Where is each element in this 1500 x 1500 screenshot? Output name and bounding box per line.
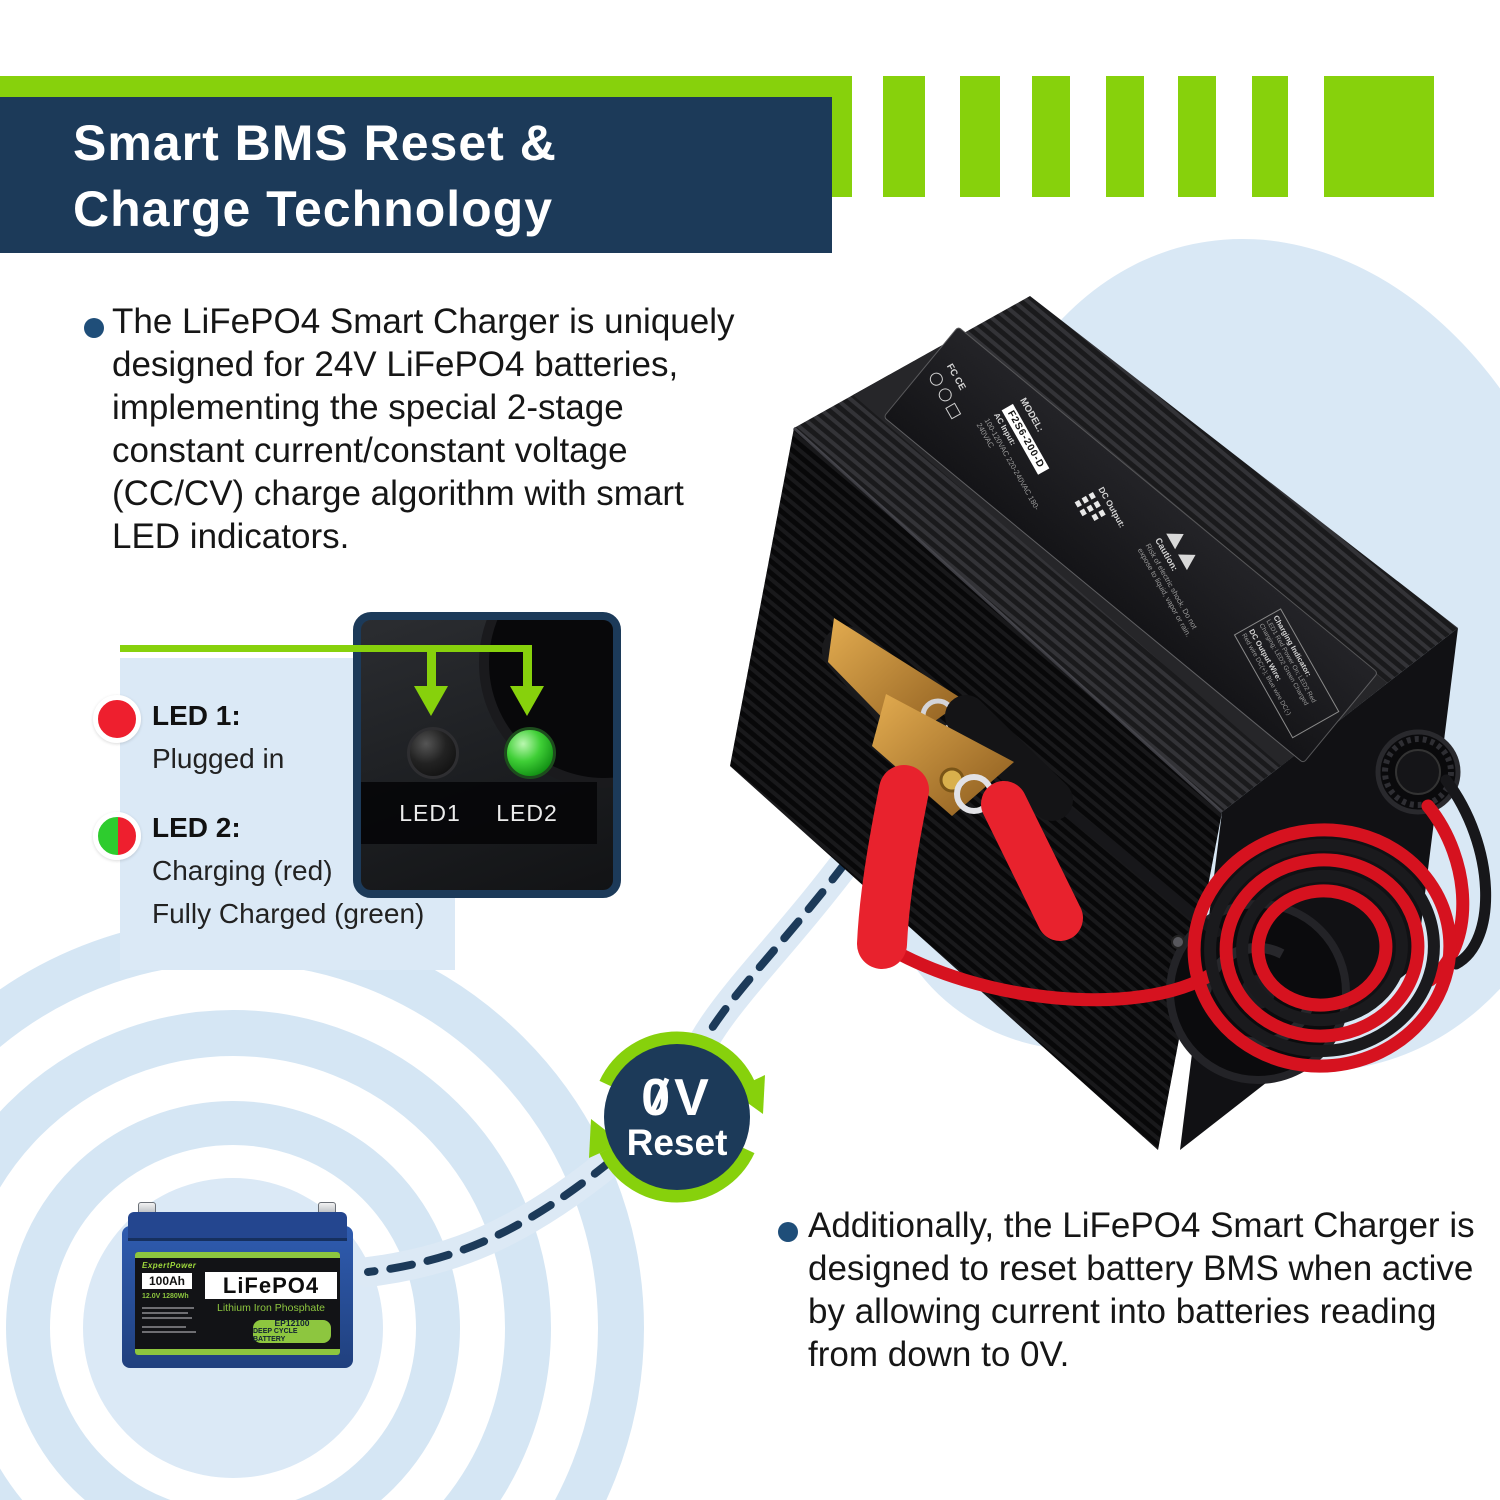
intro-paragraph: The LiFePO4 Smart Charger is uniquely de… [112,302,735,556]
led1-desc: Plugged in [152,743,285,774]
badge-rotation-arrows [589,1031,765,1203]
led2-desc-2: Fully Charged (green) [152,898,425,929]
badge-line2: Reset [626,1121,728,1163]
fine-print-line [142,1312,188,1314]
battery-top-cap [128,1212,347,1241]
pointer-drop-2 [523,650,532,688]
coil-ring [1204,838,1440,1058]
header-stripe [1032,76,1070,197]
arrow-head-icon [589,1119,622,1158]
battery-type: DEEP CYCLE BATTERY [253,1328,298,1344]
alligator-clamps [822,618,1083,969]
coil-ring [1236,869,1408,1027]
indicator-block: Charging Indicator: LED1 Red Power On; L… [1233,608,1340,739]
page-title-line2: Charge Technology [73,181,554,237]
header-stripe [960,76,1000,197]
knob-cap [1395,749,1441,795]
led2-caption: LED2 [496,800,558,826]
header-stripe [1252,76,1288,197]
header-stripe [883,76,925,197]
warning-icon [1166,526,1189,550]
header-stripe [832,76,852,197]
cert-icon [935,386,954,405]
badge-line1: 0V [641,1068,713,1127]
battery-subtitle: Lithium Iron Phosphate [217,1302,325,1314]
outro-bullet-dot [778,1222,798,1242]
black-clamp-handle-2 [945,695,1073,821]
led-caption-strip: LED1 LED2 [361,782,597,844]
pointer-line [120,645,532,652]
screw-icon [1171,935,1185,949]
cert-icon [944,403,961,420]
coil-ring [1251,884,1393,1012]
battery-product: ExpertPower 100Ah 12.0V 1280Wh LiFePO4 L… [122,1202,353,1368]
intro-bullet-dot [84,318,104,338]
page-title: Smart BMS Reset & Charge Technology [73,110,557,242]
header-stripe [1178,76,1216,197]
label-stripe [135,1349,340,1355]
header-stripe-wide [1324,76,1434,197]
header-banner [0,97,832,253]
battery-spec: 12.0V 1280Wh [142,1293,189,1300]
battery-model: EP12100 [274,1318,310,1329]
dc-output-block: DC Output: [1074,485,1140,565]
charger-body [730,296,1461,1150]
fine-print-line [142,1331,196,1333]
arrow-head-icon [731,1075,765,1114]
warning-icon [1178,547,1201,571]
battery-capacity: 100Ah [142,1273,192,1289]
page-title-line1: Smart BMS Reset & [73,115,557,171]
label-stripe [135,1252,340,1258]
battery-model-pill: EP12100 DEEP CYCLE BATTERY [253,1318,331,1344]
outro-paragraph: Additionally, the LiFePO4 Smart Charger … [808,1206,1475,1374]
connector-dashes-upper [679,858,850,1096]
coil-ring [1219,853,1425,1043]
fine-print-line [142,1307,194,1309]
pointer-drop-1 [427,650,436,688]
red-clamp-handle [857,765,929,969]
led1-color-dot [93,695,141,743]
fine-print-line [142,1317,192,1319]
red-clamp-handle-2 [981,781,1083,941]
battery-label: ExpertPower 100Ah 12.0V 1280Wh LiFePO4 L… [135,1252,340,1355]
ring-1 [6,1101,460,1500]
led2-desc-1: Charging (red) [152,855,333,886]
battery-brand: ExpertPower [142,1261,197,1270]
arrow-down-icon [414,686,448,716]
wire-coil [1187,823,1457,1073]
connector-dashes-lower [364,1156,616,1276]
battery-chemistry: LiFePO4 [205,1272,337,1299]
black-wire-out [1440,774,1492,970]
red-wire [875,937,1219,1007]
caution-block: Caution: Risk of electric shock. Do not … [1136,526,1240,657]
arrow-arc [599,1031,755,1087]
led1-indicator-icon [407,727,459,779]
badge-circle: 0V Reset [604,1044,750,1190]
arrow-arc [599,1147,755,1203]
arrow-down-icon [510,686,544,716]
charger-wires [875,774,1492,1073]
fine-print-line [142,1326,186,1328]
header-accent-bar [0,76,852,97]
led2-label: LED 2: [152,812,241,843]
charger-edge [792,426,1224,814]
led1-label: LED 1: [152,700,241,731]
led2-indicator-icon [504,727,556,779]
led1-caption: LED1 [399,800,461,826]
coil-ring [1187,823,1457,1073]
led2-color-dot [93,812,141,860]
knob-knurl [1382,736,1454,808]
ring-2 [0,1010,551,1500]
header-stripe [1106,76,1144,197]
zero-volt-reset-badge: 0V Reset [577,1017,777,1217]
red-clamp-jaw [872,694,1014,816]
cert-icon [926,370,945,389]
black-clamp-jaw [828,618,964,742]
led-inset-photo: LED1 LED2 [353,612,621,898]
